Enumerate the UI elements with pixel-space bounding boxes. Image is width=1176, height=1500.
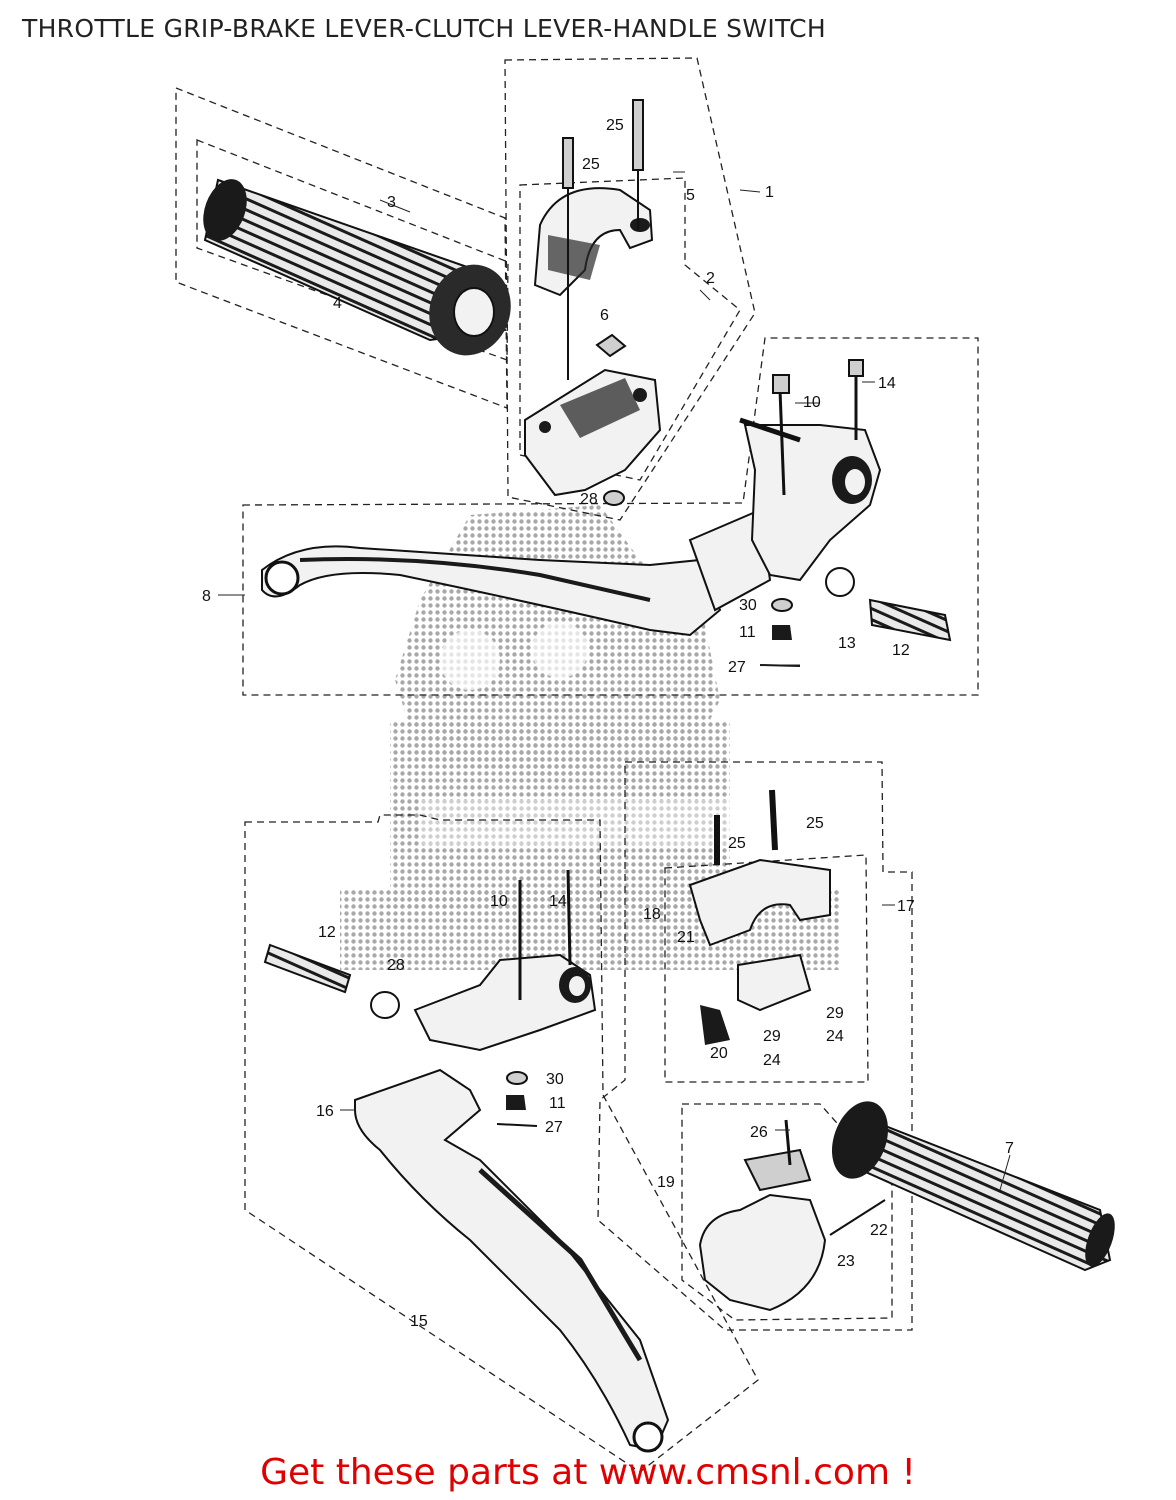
callout-14a: 14 [878, 375, 896, 392]
watermark-logo [340, 505, 840, 970]
callout-24b: 24 [763, 1052, 781, 1069]
callout-26: 26 [750, 1124, 768, 1141]
callout-25b: 25 [582, 156, 600, 173]
callout-23: 23 [837, 1253, 855, 1270]
callout-15: 15 [410, 1313, 428, 1330]
callout-6: 6 [600, 307, 609, 324]
callout-30a: 30 [739, 597, 757, 614]
callout-25d: 25 [728, 835, 746, 852]
diagram-title: THROTTLE GRIP-BRAKE LEVER-CLUTCH LEVER-H… [22, 14, 827, 43]
callout-30b: 30 [546, 1071, 564, 1088]
callout-21: 21 [677, 929, 695, 946]
frame-clutch-lever [244, 814, 759, 1473]
leader-lines [218, 171, 1011, 1191]
frame-brake-lever [242, 337, 979, 696]
brake-lever [261, 508, 772, 637]
callout-25a: 25 [606, 117, 624, 134]
clutch-lever [354, 1068, 670, 1453]
callout-20: 20 [710, 1045, 728, 1062]
callout-10a: 10 [803, 394, 821, 411]
callout-8: 8 [202, 588, 211, 605]
callout-1: 1 [765, 184, 774, 201]
callout-3: 3 [387, 194, 396, 211]
frame-throttle-housing [504, 57, 756, 521]
callout-17: 17 [897, 898, 915, 915]
handle-switch-housing [688, 789, 886, 1312]
callout-29a: 29 [826, 1005, 844, 1022]
throttle-housing-lower [524, 368, 662, 497]
callout-27a: 27 [728, 659, 746, 676]
callout-11b: 11 [549, 1095, 566, 1112]
footer-link-text: Get these parts at www.cmsnl.com ! [260, 1452, 916, 1493]
callout-13: 13 [838, 635, 856, 652]
callout-16: 16 [316, 1103, 334, 1120]
callout-28a: 28 [580, 491, 598, 508]
callout-10b: 10 [490, 893, 508, 910]
callout-24a: 24 [826, 1028, 844, 1045]
lever-bracket-lower [263, 869, 597, 1127]
callout-18: 18 [643, 906, 661, 923]
callout-27b: 27 [545, 1119, 563, 1136]
callout-4: 4 [333, 295, 342, 312]
callout-2: 2 [706, 270, 715, 287]
right-grip [831, 1101, 1115, 1272]
frame-handle-switch-inner [664, 854, 869, 1083]
callout-5: 5 [686, 187, 695, 204]
assembly-frames [175, 57, 979, 1473]
callout-12a: 12 [892, 642, 910, 659]
callout-7: 7 [1005, 1140, 1014, 1157]
callout-14b: 14 [549, 893, 567, 910]
lever-bracket-upper [739, 359, 952, 667]
callout-25c: 25 [806, 815, 824, 832]
throttle-grip [203, 178, 511, 356]
frame-handle-switch-lower [681, 1103, 893, 1321]
frame-handle-switch-outer [597, 761, 913, 1331]
callout-22: 22 [870, 1222, 888, 1239]
callout-19: 19 [657, 1174, 675, 1191]
housing-screws [562, 99, 644, 506]
callout-28b: 28 [387, 957, 405, 974]
callout-11a: 11 [739, 624, 756, 641]
callout-labels: 1 2 3 4 5 6 7 8 10 10 11 11 12 12 13 14 … [202, 117, 1014, 1330]
throttle-housing-upper [533, 187, 654, 297]
callout-12b: 12 [318, 924, 336, 941]
callout-29b: 29 [763, 1028, 781, 1045]
